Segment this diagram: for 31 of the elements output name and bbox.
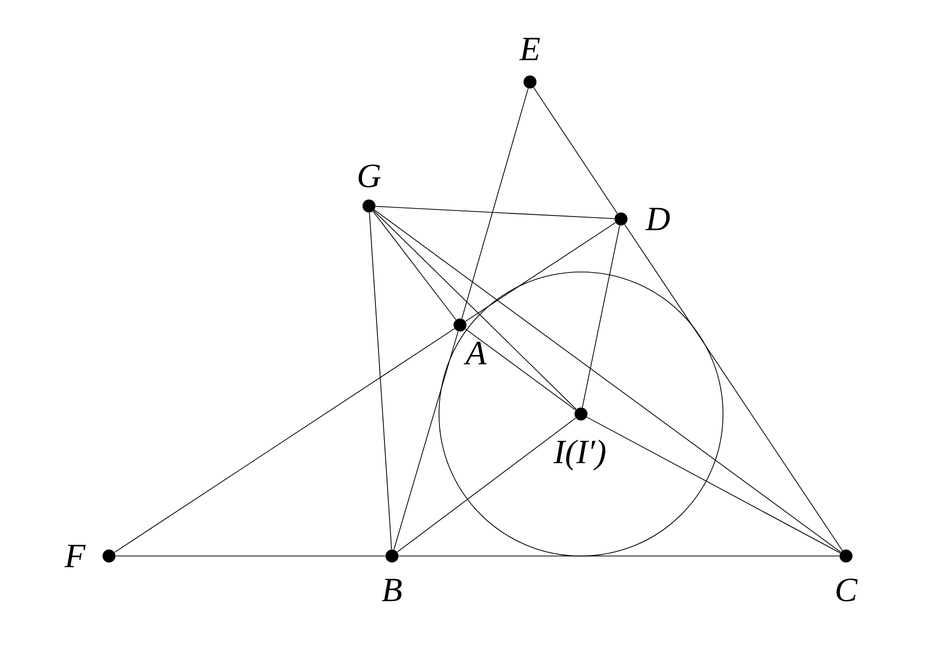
line-segment	[586, 416, 840, 554]
line-segment	[396, 418, 576, 552]
point-label: F	[64, 544, 86, 568]
point-dot	[524, 76, 536, 88]
point-dot	[102, 550, 116, 562]
point-dot	[840, 550, 852, 562]
point-label: G	[358, 164, 381, 188]
point-dot	[454, 318, 466, 332]
point-dot	[386, 550, 398, 562]
point-label: A	[464, 342, 487, 364]
line-segment	[533, 87, 618, 214]
line-segment	[369, 212, 392, 550]
line-segment	[465, 222, 616, 322]
line-segment	[373, 210, 577, 410]
line-segment	[394, 331, 459, 550]
point-label: E	[519, 38, 540, 60]
line-segment	[374, 210, 841, 552]
line-segment	[372, 210, 456, 320]
point-dot	[614, 212, 628, 226]
point-dot	[362, 200, 376, 212]
line-segment	[582, 225, 620, 408]
point-dot	[574, 408, 588, 420]
line-segment	[114, 328, 455, 553]
point-label: C	[836, 578, 858, 602]
line-segment	[461, 88, 529, 319]
point-label: I(I′)	[554, 440, 606, 470]
line-segment	[465, 328, 576, 410]
point-label: D	[645, 208, 670, 230]
point-label: B	[382, 578, 402, 602]
line-segment	[624, 224, 843, 551]
line-segment	[375, 206, 615, 220]
